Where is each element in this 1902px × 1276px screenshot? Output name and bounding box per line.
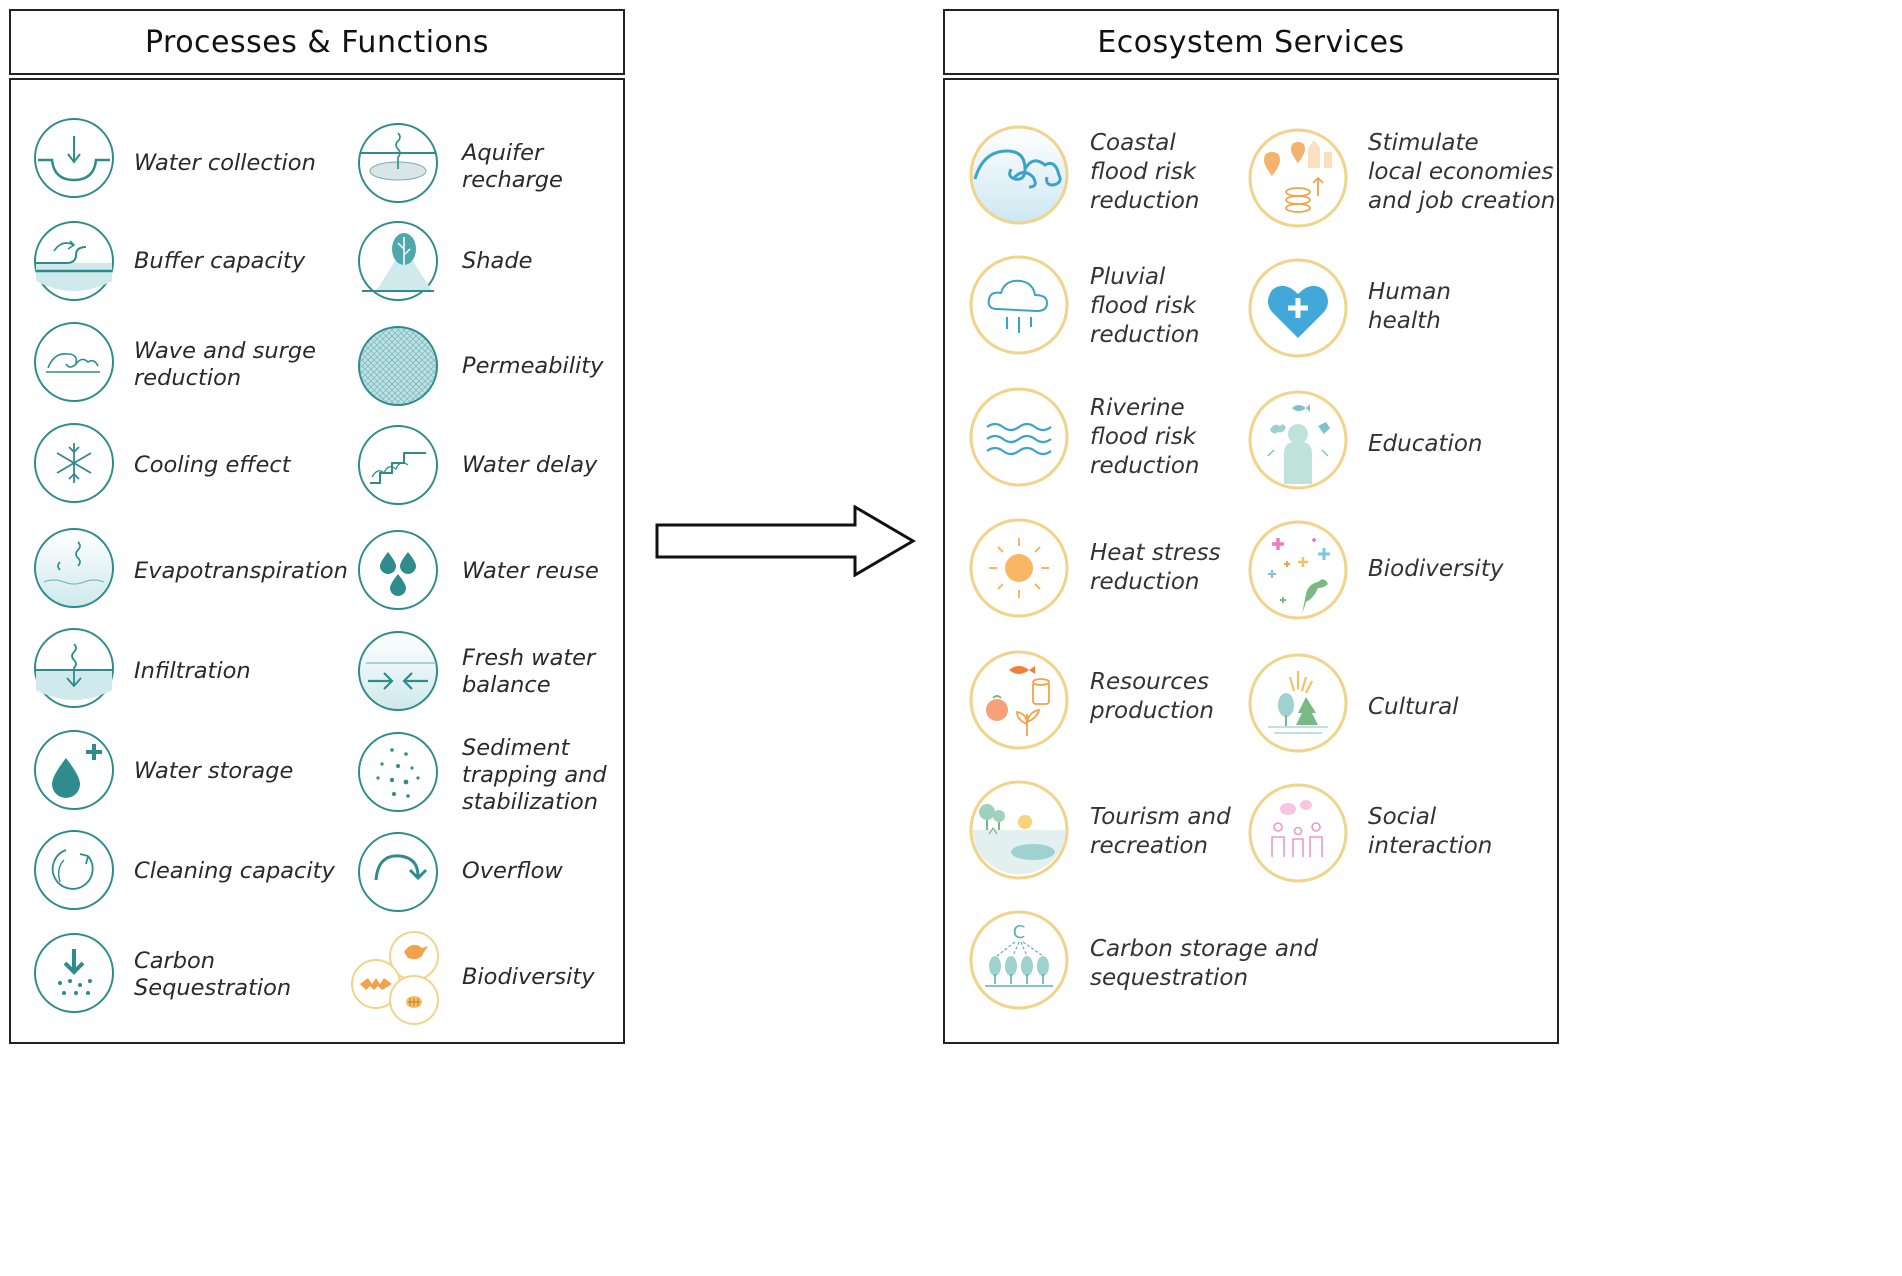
right-panel-title-text: Ecosystem Services <box>1097 24 1405 60</box>
infiltration-label: Infiltration <box>134 658 251 684</box>
water-delay-label: Water delay <box>462 452 598 478</box>
biodiversity-label: Biodiversity <box>1368 556 1504 582</box>
left-panel-title-text: Processes & Functions <box>144 24 490 60</box>
permeability-label: Permeability <box>462 353 604 379</box>
water-reuse-label: Water reuse <box>462 558 599 584</box>
water-collection-label: Water collection <box>134 150 316 176</box>
cooling-effect-label: Cooling effect <box>134 452 291 478</box>
cultural-label: Cultural <box>1368 694 1459 720</box>
right-panel-title: Ecosystem Services <box>943 9 1559 75</box>
water-storage-label: Water storage <box>134 758 294 784</box>
biodiversity-animals-label: Biodiversity <box>462 964 595 990</box>
left-panel-title: Processes & Functions <box>9 9 625 75</box>
cleaning-capacity-label: Cleaning capacity <box>134 858 335 884</box>
buffer-capacity-label: Buffer capacity <box>134 248 306 274</box>
education-label: Education <box>1368 431 1483 457</box>
evapotranspiration-label: Evapotranspiration <box>134 558 348 584</box>
right-arrow-icon <box>655 505 916 577</box>
shade-label: Shade <box>462 248 533 274</box>
overflow-label: Overflow <box>462 858 563 884</box>
